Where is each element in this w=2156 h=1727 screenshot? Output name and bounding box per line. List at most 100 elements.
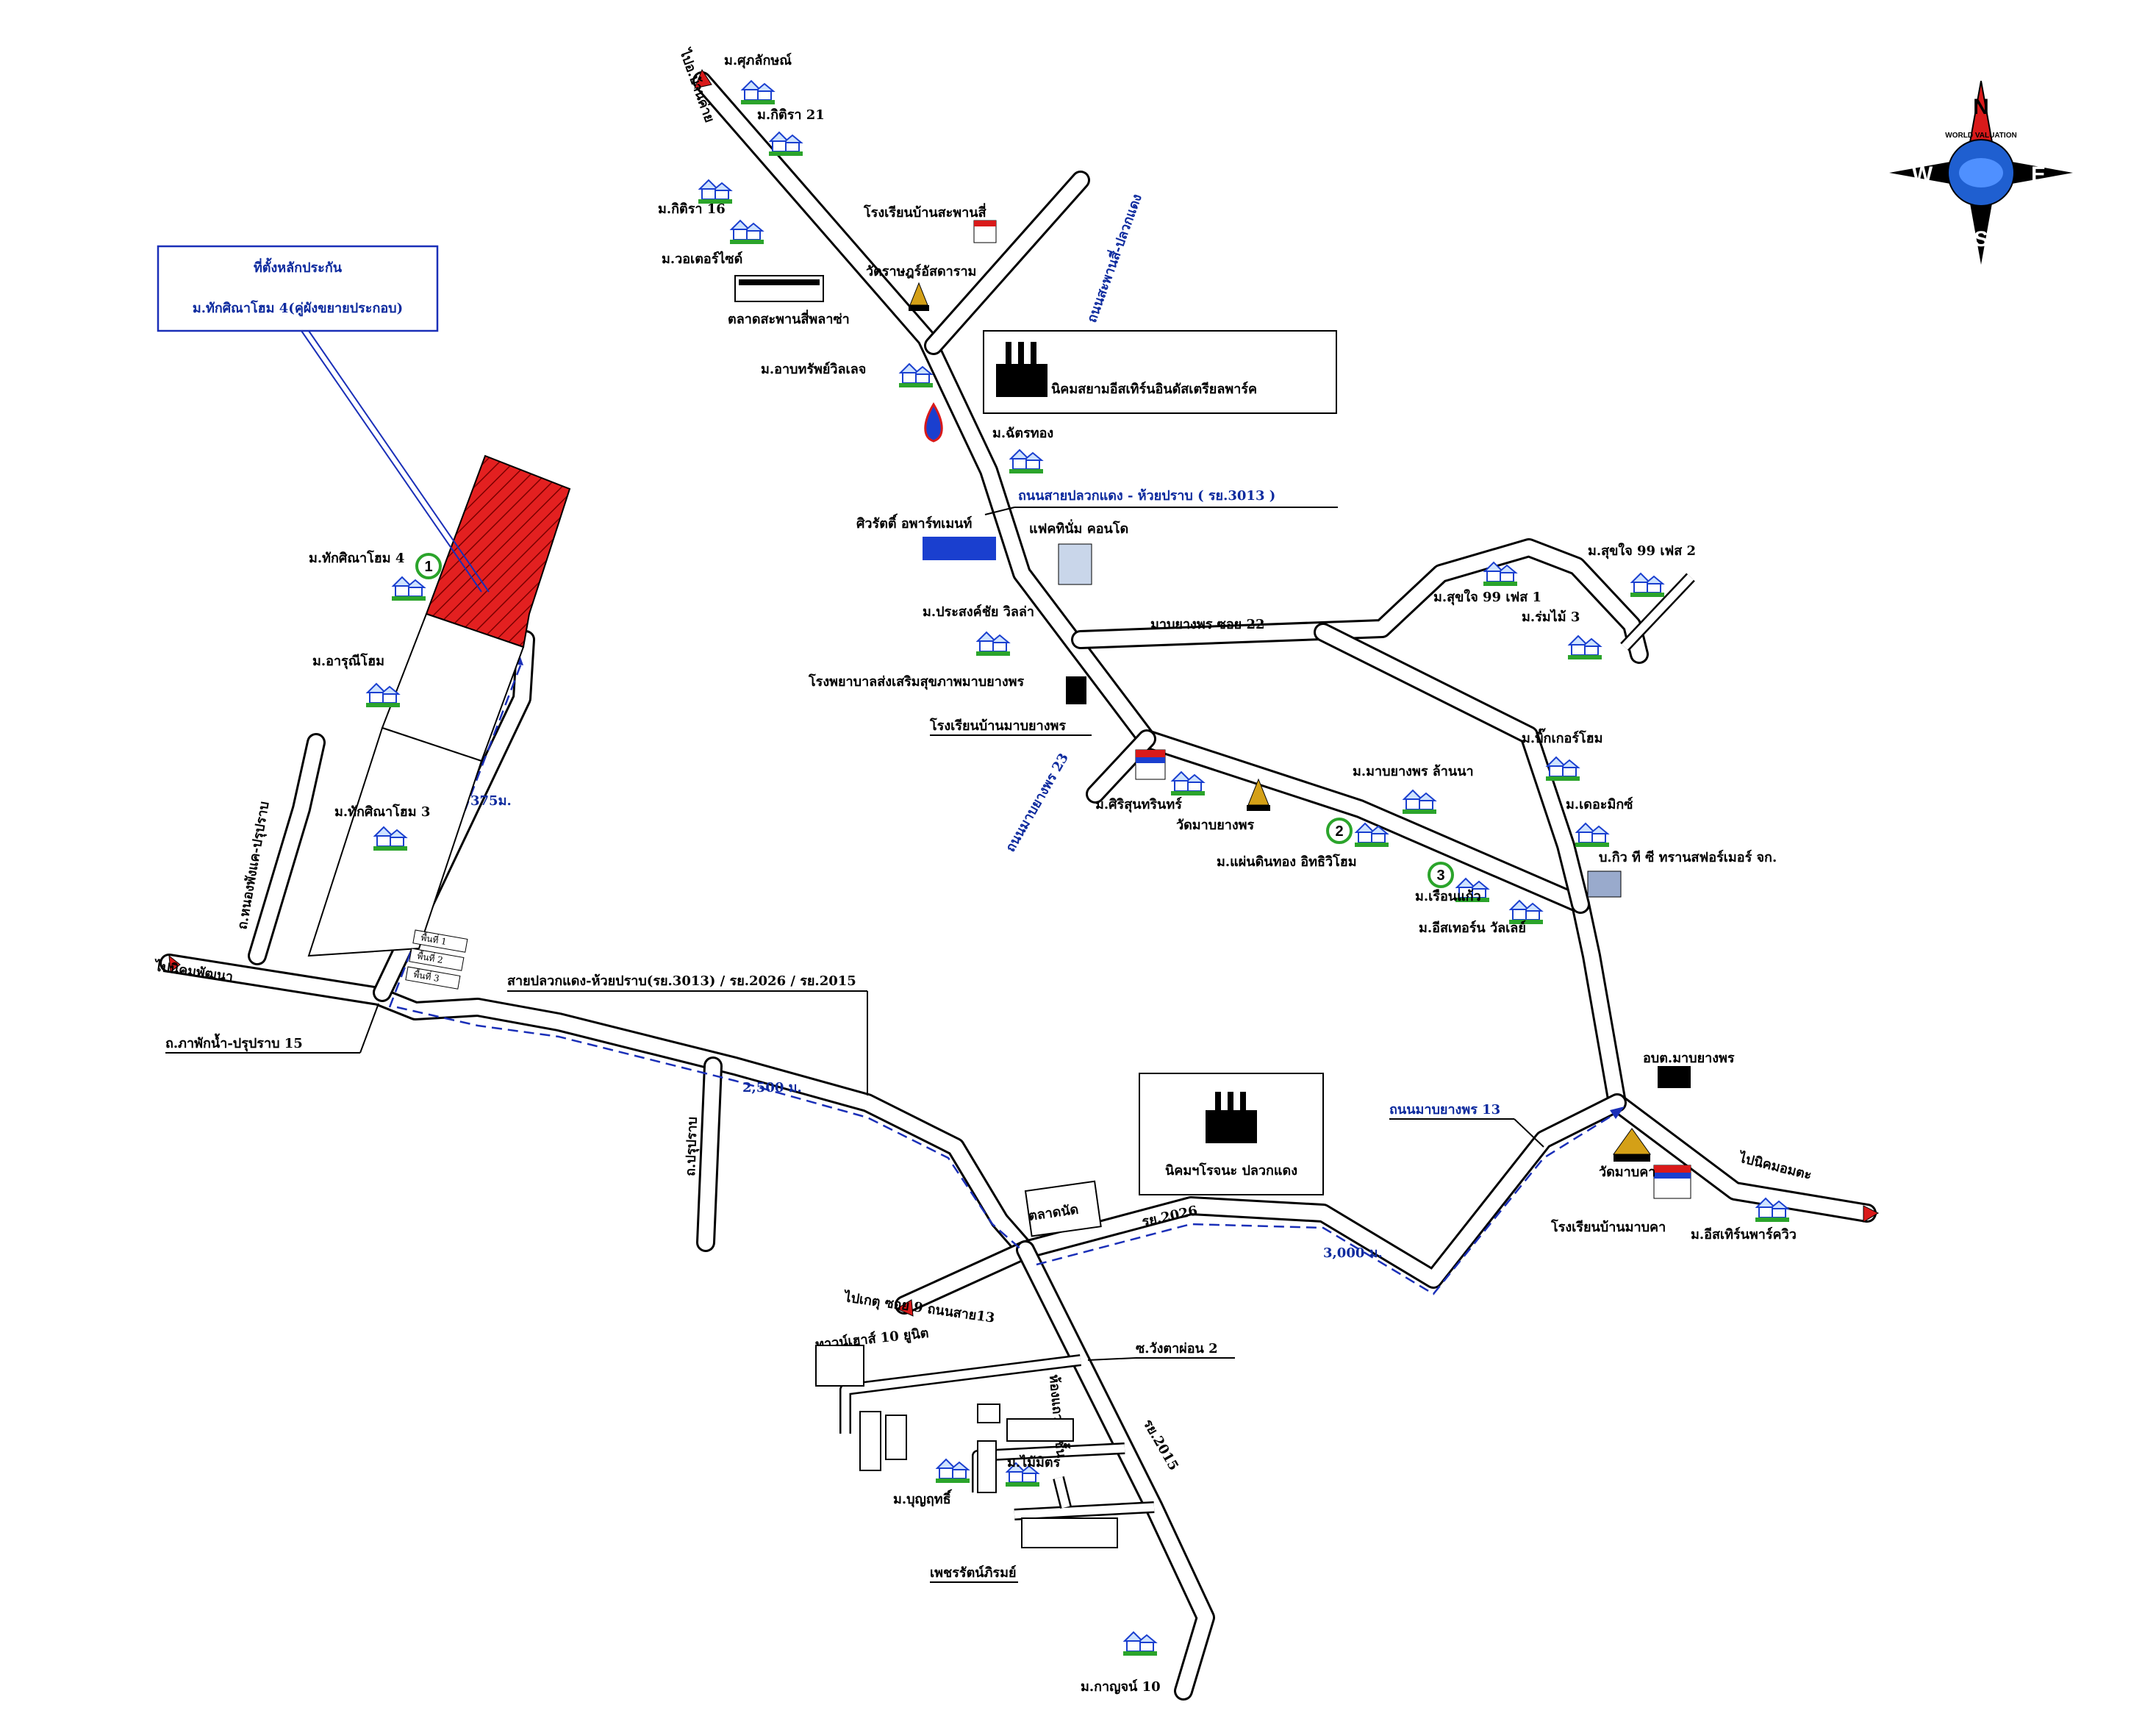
rd-2015-label: รย.2015	[1140, 1417, 1181, 1473]
saphansi-road-label: ถนนสะพานสี่-ปลวกแดง	[1082, 191, 1145, 325]
industrial-estate-south[interactable]: นิคมฯโรจนะ ปลวกแดง	[1139, 1073, 1324, 1195]
school-flag-icon	[1653, 1165, 1691, 1199]
place-bigger: ม.บิ๊กเกอร์โฮม	[1522, 728, 1603, 746]
place-ruenkaew: ม.เรือนแก้ว	[1415, 889, 1481, 904]
house-icon	[768, 131, 803, 156]
connector-road[interactable]	[1314, 623, 1590, 914]
compass-e: E	[2031, 162, 2046, 187]
place-sirisuntharin: ม.ศิริสุนทรินทร์	[1095, 796, 1182, 813]
wangtanot-label: ซ.วังตาผ่อน 2	[1136, 1341, 1218, 1356]
rd-2015-road[interactable]	[1016, 1240, 1215, 1701]
property-markers: 1 2 3	[415, 553, 1454, 888]
subject-plot[interactable]	[425, 454, 571, 648]
compass-w: W	[1912, 162, 1933, 187]
place-suksai2: ม.สุขใจ 99 เฟส 2	[1588, 543, 1696, 559]
place-bunyarit: ม.บุญฤทธิ์	[893, 1489, 953, 1508]
main-road-label: ถนนสายปลวกแดง - ห้วยปราบ ( รย.3013 )	[1018, 488, 1275, 504]
factory-icon	[1206, 1092, 1257, 1143]
house-icon	[1455, 877, 1490, 902]
house-icon	[1630, 572, 1665, 597]
pru-road-label: ถ.ปรุปราบ	[683, 1117, 701, 1177]
house-icon	[975, 631, 1011, 656]
compass-brand: WORLD VALUATION	[1945, 132, 2016, 140]
compass-s: S	[1974, 227, 1988, 251]
place-shophouse: ห้องแถว 1 ชั้น	[1046, 1373, 1072, 1459]
south-buildings	[815, 1345, 1118, 1548]
southern-route-road[interactable]	[160, 954, 1035, 1259]
marker-3[interactable]	[1428, 862, 1454, 888]
rd-2026-road[interactable]	[1016, 1093, 1627, 1289]
apartment-icon	[923, 537, 996, 560]
house-icon	[729, 219, 764, 244]
place-subject-4: ม.ทักศิณาโฮม 4	[309, 550, 404, 566]
soi-22-road[interactable]	[1071, 538, 1649, 664]
school-flag-icon	[973, 220, 997, 243]
place-wat-sao: วัดราษฎร์อัสดาราม	[866, 263, 976, 279]
place-kitira16: ม.กิติรา 16	[658, 201, 726, 217]
callout-title: ที่ตั้งหลักประกัน	[254, 257, 343, 276]
place-lanna: ม.มาบยางพร ล้านนา	[1353, 764, 1474, 779]
map-labels: ถนนสายปลวกแดง - ห้วยปราบ ( รย.3013 ) สาย…	[152, 46, 1813, 1695]
hospital-icon	[1066, 676, 1086, 704]
place-wat-mabyang: วัดมาบยางพร	[1176, 818, 1255, 833]
house-icon	[1545, 756, 1580, 781]
main-road-3013[interactable]	[692, 71, 1877, 1223]
temple-icon	[909, 282, 929, 311]
callout-subtitle: ม.ทักศิณาโฮม 4(คู่ผังขยายประกอบ)	[193, 300, 403, 317]
place-wat-mabkha: วัดมาบคา	[1599, 1165, 1655, 1180]
house-icon	[1122, 1631, 1158, 1656]
house-icon	[740, 79, 776, 104]
industrial-top-label: นิคมสยามอีสเทิร์นอินดัสเตรียลพาร์ค	[1051, 381, 1257, 397]
house-icon	[1483, 561, 1518, 586]
industrial-estate-top[interactable]: นิคมสยามอีสเทิร์นอินดัสเตรียลพาร์ค	[983, 330, 1337, 414]
school-flag-icon	[1135, 749, 1166, 780]
place-themix: ม.เดอะมิกซ์	[1566, 796, 1633, 812]
temple-icon	[1613, 1128, 1651, 1162]
house-icon	[365, 682, 401, 707]
place-rommai: ม.ร่มไม้ 3	[1522, 609, 1580, 625]
lot-labels: พื้นที่ 1 พื้นที่ 2 พื้นที่ 3	[405, 929, 468, 990]
house-icon	[1575, 822, 1610, 847]
house-icon	[1402, 789, 1437, 814]
road-network	[160, 71, 1877, 1701]
distance-3000: 3,000 ม.	[1323, 1245, 1383, 1261]
place-arunmi: ม.อารุณีโฮม	[312, 653, 384, 670]
direction-arrows	[168, 68, 1880, 1317]
market-nat[interactable]: ตลาดนัด	[1024, 1180, 1102, 1237]
place-school-mabkha: โรงเรียนบ้านมาบคา	[1550, 1219, 1666, 1235]
to-east-label: ไปนิคมอมตะ	[1736, 1149, 1813, 1183]
house-icon	[391, 576, 426, 601]
suksai-branch[interactable]	[1620, 573, 1695, 651]
house-icon	[698, 179, 733, 204]
rd-23-road[interactable]	[1086, 729, 1156, 804]
village-icons	[365, 79, 1790, 1656]
subject-callout: ที่ตั้งหลักประกัน ม.ทักศิณาโฮม 4(คู่ผังข…	[157, 245, 490, 593]
house-icon	[1005, 1462, 1040, 1487]
place-hospital: โรงพยาบาลส่งเสริมสุขภาพมาบยางพร	[808, 673, 1024, 690]
marker-1[interactable]	[415, 553, 442, 579]
place-karnchana: ม.กาญจน์ 10	[1081, 1678, 1161, 1695]
marker-2[interactable]	[1326, 818, 1353, 844]
place-mai-mitr: ม.ไม้มิตร	[1007, 1454, 1061, 1470]
place-suksai1: ม.สุขใจ 99 เฟส 1	[1433, 589, 1541, 606]
pru-road[interactable]	[696, 1056, 723, 1252]
place-phaendin: ม.แผ่นดินทอง อิทธิวิโฮม	[1217, 854, 1357, 870]
office-icon	[1658, 1066, 1691, 1088]
subject-area: พื้นที่ 1 พื้นที่ 2 พื้นที่ 3	[307, 454, 571, 990]
place-suphalak: ม.ศุภลักษณ์	[724, 52, 792, 69]
house-icon	[1170, 770, 1206, 795]
place-thaksina-3: ม.ทักศิณาโฮม 3	[334, 804, 430, 820]
saphansi-road[interactable]	[924, 171, 1090, 355]
nongphai-road[interactable]	[248, 733, 326, 965]
place-aobt: อบต.มาบยางพร	[1643, 1051, 1735, 1066]
place-arapsap: ม.อาบทรัพย์วิลเลจ	[761, 361, 866, 377]
place-chatrathong: ม.ฉัตรทอง	[992, 426, 1053, 441]
to-rayong-road[interactable]	[895, 1240, 1035, 1315]
industrial-south-label: นิคมฯโรจนะ ปลวกแดง	[1165, 1162, 1297, 1179]
place-kitira21: ม.กิติรา 21	[757, 107, 825, 123]
house-icon	[898, 362, 934, 387]
temple-icon	[1247, 778, 1270, 811]
compass-rose: N S W E WORLD VALUATION	[1889, 80, 2073, 265]
warehouse-icon	[1587, 870, 1622, 898]
distance-2500: 2,500 ม.	[742, 1080, 802, 1095]
